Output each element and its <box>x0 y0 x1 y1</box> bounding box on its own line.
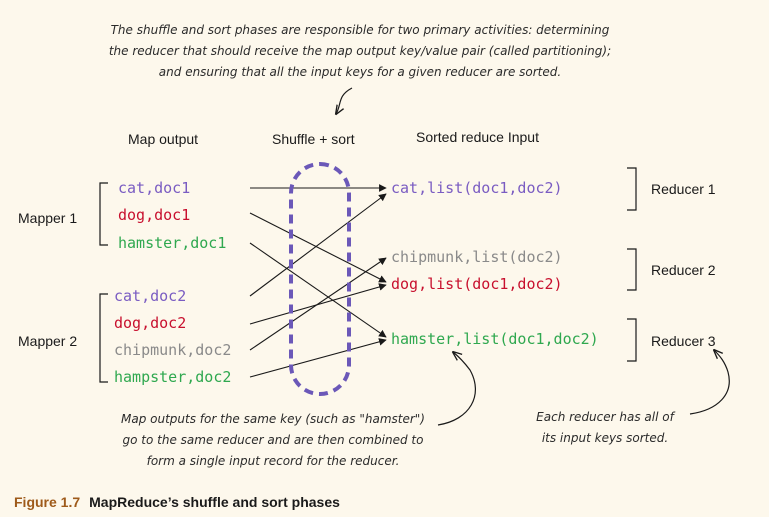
bottom-left-callout-line: Map outputs for the same key (such as "h… <box>121 412 425 426</box>
bottom-right-callout-line: Each reducer has all of <box>536 410 674 424</box>
bottom-left-callout-pointer <box>437 352 476 426</box>
reduce-input-dog: dog,list(doc1,doc2) <box>391 275 563 293</box>
reduce-input-cat: cat,list(doc1,doc2) <box>391 179 563 197</box>
mapper2-bracket <box>99 293 108 383</box>
map-output-cat-doc2: cat,doc2 <box>114 287 187 305</box>
bottom-right-callout-line: its input keys sorted. <box>541 431 669 445</box>
bottom-right-callout-pointer <box>689 350 730 415</box>
shuffle-line-hampster2 <box>249 338 387 378</box>
reducer2-label: Reducer 2 <box>651 262 716 278</box>
reducer1-bracket <box>627 167 637 211</box>
map-output-chipmunk-doc2: chipmunk,doc2 <box>114 341 232 359</box>
header-map-output: Map output <box>128 131 199 147</box>
top-callout: The shuffle and sort phases are responsi… <box>90 20 630 83</box>
mapper2-label: Mapper 2 <box>18 333 78 349</box>
top-callout-line: The shuffle and sort phases are responsi… <box>110 23 610 37</box>
shuffle-sort-oval <box>289 162 351 396</box>
shuffle-line-cat2 <box>249 193 387 297</box>
map-output-dog-doc1: dog,doc1 <box>118 206 191 224</box>
shuffle-line-chipmunk2 <box>249 257 387 351</box>
mapper1-label: Mapper 1 <box>18 210 78 226</box>
header-sorted-reduce-input: Sorted reduce Input <box>416 129 539 145</box>
reducer1-label: Reducer 1 <box>651 181 716 197</box>
top-callout-pointer <box>336 87 353 114</box>
mapper1-bracket <box>99 182 108 246</box>
bottom-left-callout-line: go to the same reducer and are then comb… <box>122 433 424 447</box>
top-callout-line: and ensuring that all the input keys for… <box>158 65 562 79</box>
shuffle-line-hamster1 <box>249 242 387 338</box>
figure-caption: Figure 1.7 MapReduce’s shuffle and sort p… <box>14 494 340 510</box>
bottom-right-callout: Each reducer has all of its input keys s… <box>520 407 690 449</box>
reduce-input-chipmunk: chipmunk,list(doc2) <box>391 248 563 266</box>
map-output-dog-doc2: dog,doc2 <box>114 314 187 332</box>
reducer2-bracket <box>627 248 637 291</box>
shuffle-line-dog1 <box>249 212 387 283</box>
figure-title: MapReduce’s shuffle and sort phases <box>89 494 340 510</box>
map-output-hampster-doc2: hampster,doc2 <box>114 368 232 386</box>
bottom-left-callout-line: form a single input record for the reduc… <box>146 454 400 468</box>
reducer3-label: Reducer 3 <box>651 333 716 349</box>
reduce-input-hamster: hamster,list(doc1,doc2) <box>391 330 599 348</box>
map-output-cat-doc1: cat,doc1 <box>118 179 191 197</box>
top-callout-line: the reducer that should receive the map … <box>108 44 612 58</box>
bottom-left-callout: Map outputs for the same key (such as "h… <box>108 409 438 472</box>
figure-number: Figure 1.7 <box>14 494 81 510</box>
map-output-hamster-doc1: hamster,doc1 <box>118 234 227 252</box>
reducer3-bracket <box>627 318 637 362</box>
header-shuffle-sort: Shuffle + sort <box>272 131 355 147</box>
